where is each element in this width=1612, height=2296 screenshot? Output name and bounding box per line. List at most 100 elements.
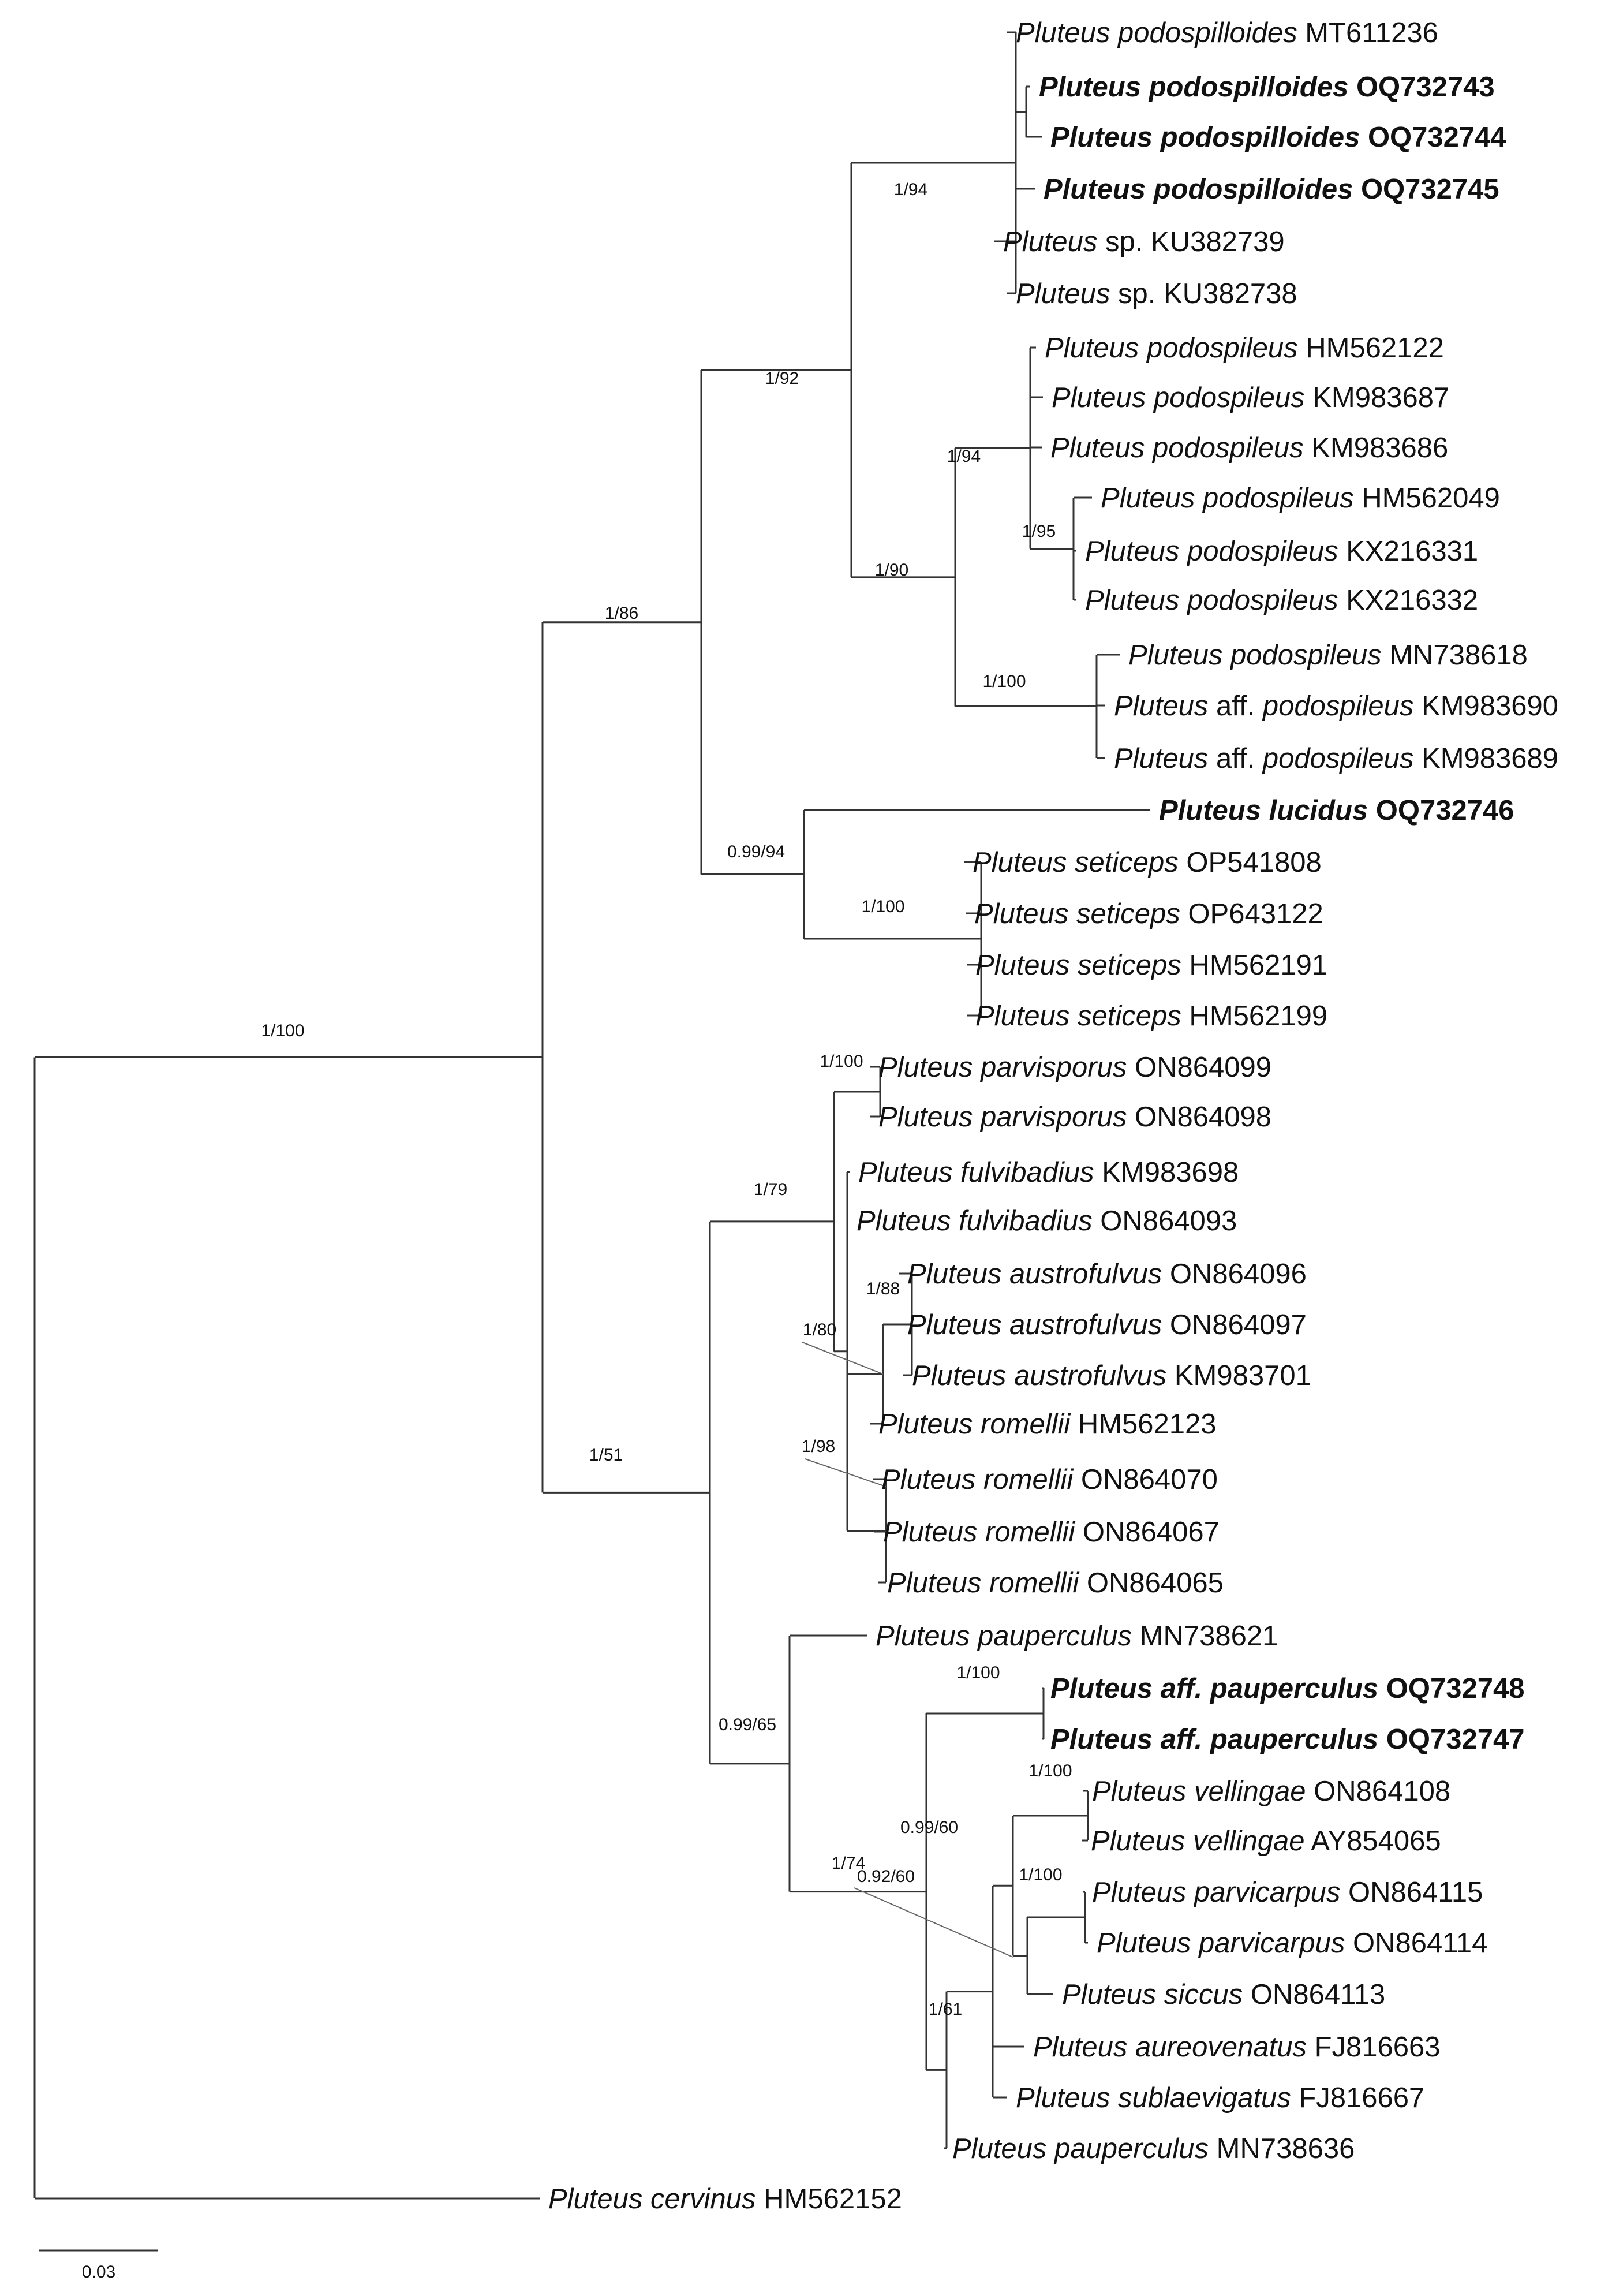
tip-accession: KM983698: [1094, 1157, 1239, 1188]
tip-species: podospileus: [1145, 432, 1303, 464]
support-label: 0.99/60: [900, 1818, 958, 1837]
tip-label: Pluteus parvisporus ON864099: [878, 1052, 1271, 1083]
support-label: 1/74: [832, 1854, 865, 1873]
tip-label: Pluteus podospileus KX216332: [1085, 585, 1478, 616]
tip-accession: KX216331: [1338, 536, 1479, 567]
support-label: 1/100: [861, 897, 904, 916]
tip-genus: Pluteus: [1033, 2032, 1127, 2063]
tip-label: Pluteus podospileus KM983686: [1050, 432, 1448, 464]
tip-genus: Pluteus: [973, 847, 1067, 878]
tip-accession: KM983690: [1413, 690, 1558, 722]
tip-genus: Pluteus: [1091, 1825, 1185, 1857]
tip-accession: KU382738: [1155, 278, 1297, 309]
tip-label: Pluteus lucidus OQ732746: [1159, 795, 1514, 826]
tip-label: Pluteus cervinus HM562152: [548, 2183, 902, 2215]
tip-genus: Pluteus: [1097, 1928, 1191, 1959]
tip-accession: HM562152: [756, 2183, 902, 2215]
support-label: 1/100: [982, 672, 1026, 691]
tip-label: Pluteus siccus ON864113: [1062, 1979, 1385, 2010]
tip-species: podospileus: [1262, 690, 1414, 722]
tip-label: Pluteus romellii ON864065: [887, 1567, 1224, 1599]
tip-genus: Pluteus: [974, 898, 1068, 929]
tip-genus: Pluteus: [975, 1000, 1069, 1032]
tip-genus: Pluteus: [952, 2133, 1046, 2164]
tip-label: Pluteus vellingae ON864108: [1092, 1776, 1450, 1807]
tip-accession: FJ816663: [1307, 2032, 1441, 2063]
tip-species: seticeps: [1068, 898, 1180, 929]
support-leader-line: [802, 1342, 884, 1375]
tip-accession: ON864093: [1093, 1205, 1237, 1237]
tip-accession: ON864098: [1127, 1102, 1271, 1133]
tip-label: Pluteus podospilloides MT611236: [1016, 17, 1438, 48]
tip-genus: Pluteus: [1062, 1979, 1156, 2010]
tip-species: podospileus: [1222, 640, 1381, 671]
tip-species: podospileus: [1179, 536, 1338, 567]
tip-label: Pluteus sublaevigatus FJ816667: [1016, 2082, 1424, 2114]
tip-species: parvisporus: [973, 1102, 1127, 1133]
tip-label: Pluteus aff. podospileus KM983690: [1114, 690, 1558, 722]
tip-species: seticeps: [1067, 847, 1178, 878]
tip-accession: HM562123: [1070, 1409, 1216, 1440]
tip-species: romellii: [981, 1567, 1079, 1599]
support-label: 1/90: [875, 561, 908, 580]
tip-label: Pluteus austrofulvus ON864096: [907, 1259, 1307, 1290]
tip-accession: MN738618: [1382, 640, 1528, 671]
tip-accession: ON864096: [1162, 1259, 1307, 1290]
tip-genus: Pluteus: [1092, 1776, 1186, 1807]
tip-label: Pluteus podospileus HM562049: [1101, 483, 1500, 514]
tip-accession: ON864065: [1079, 1567, 1224, 1599]
tip-genus: Pluteus: [1003, 226, 1097, 257]
tip-label: Pluteus seticeps HM562191: [975, 950, 1327, 981]
support-label: 1/51: [589, 1446, 623, 1465]
tip-species: austrofulvus: [1006, 1360, 1166, 1391]
tip-label: Pluteus aff. podospileus KM983689: [1114, 743, 1558, 774]
tip-species: aff. pauperculus: [1153, 1673, 1378, 1704]
support-label: 0.99/65: [719, 1715, 776, 1734]
support-label: 1/100: [261, 1021, 304, 1040]
tip-accession: ON864114: [1345, 1928, 1487, 1959]
tip-genus: Pluteus: [878, 1102, 973, 1133]
tip-accession: ON864108: [1306, 1776, 1450, 1807]
tip-qualifier: aff.: [1208, 690, 1262, 722]
tip-accession: KM983686: [1304, 432, 1449, 464]
tip-label: Pluteus romellii ON864067: [883, 1517, 1220, 1548]
tip-species: parvisporus: [973, 1052, 1127, 1083]
support-label: 1/80: [803, 1320, 836, 1339]
tip-genus: Pluteus: [1085, 536, 1179, 567]
support-label: 1/100: [820, 1052, 863, 1071]
tip-accession: OQ732746: [1368, 795, 1514, 826]
tip-species: fulvibadius: [951, 1205, 1092, 1237]
support-label: 1/94: [894, 180, 927, 199]
tip-label: Pluteus podospileus KX216331: [1085, 536, 1478, 567]
tip-species: vellingae: [1185, 1825, 1304, 1857]
tip-species: vellingae: [1186, 1776, 1306, 1807]
tip-species: aureovenatus: [1127, 2032, 1307, 2063]
tip-label: Pluteus seticeps OP643122: [974, 898, 1323, 929]
tip-label: Pluteus podospilloides OQ732744: [1050, 122, 1506, 153]
tip-accession: OQ732745: [1353, 174, 1499, 205]
tip-genus: Pluteus: [878, 1052, 973, 1083]
tip-genus: Pluteus: [1039, 72, 1141, 103]
tip-genus: Pluteus: [907, 1259, 1001, 1290]
tip-accession: HM562122: [1298, 333, 1444, 364]
tip-accession: ON864067: [1075, 1517, 1220, 1548]
tip-species: pauperculus: [1046, 2133, 1209, 2164]
tip-accession: OQ732743: [1348, 72, 1494, 103]
tip-label: Pluteus podospileus MN738618: [1128, 640, 1528, 671]
tip-genus: Pluteus: [912, 1360, 1006, 1391]
tip-label: Pluteus seticeps OP541808: [973, 847, 1322, 878]
support-labels: 1/1001/861/921/941/901/941/951/1000.99/9…: [261, 180, 1072, 2019]
tip-species: parvicarpus: [1186, 1877, 1340, 1908]
tip-label: Pluteus aff. pauperculus OQ732747: [1050, 1724, 1525, 1755]
support-label: 1/61: [929, 2000, 962, 2019]
tip-genus: Pluteus: [1101, 483, 1195, 514]
support-label: 1/94: [947, 447, 981, 466]
tip-species: fulvibadius: [952, 1157, 1094, 1188]
tip-accession: HM562199: [1181, 1000, 1327, 1032]
tip-species: austrofulvus: [1001, 1309, 1162, 1341]
tip-accession: OQ732747: [1378, 1724, 1524, 1755]
tip-accession: MT611236: [1297, 17, 1438, 48]
tip-accession: ON864115: [1340, 1877, 1483, 1908]
tip-accession: OQ732748: [1378, 1673, 1524, 1704]
